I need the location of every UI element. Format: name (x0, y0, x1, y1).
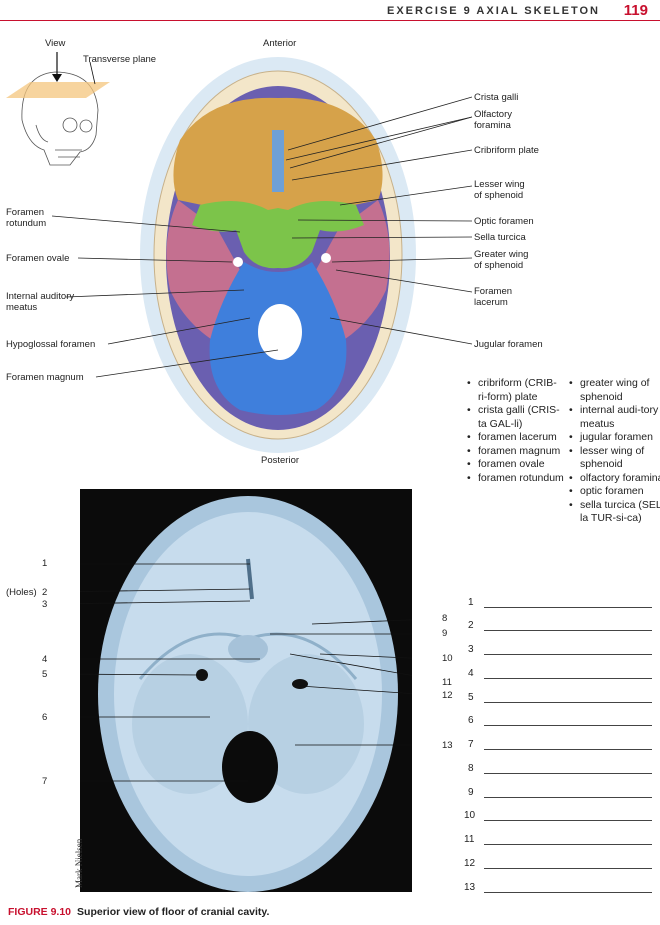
terms-left-column: cribriform (CRIB-ri-form) plate crista g… (466, 377, 566, 485)
term-item: foramen magnum (466, 445, 566, 459)
photo-number: 10 (442, 653, 453, 664)
blank-number: 2 (468, 620, 474, 631)
photo-number: 2 (42, 587, 48, 598)
label-view: View (45, 38, 66, 49)
figure-caption: FIGURE 9.10 Superior view of floor of cra… (8, 906, 269, 918)
blank-number: 8 (468, 763, 474, 774)
term-item: internal audi-tory meatus (568, 404, 660, 431)
photo-number: 11 (442, 677, 452, 688)
answer-line[interactable] (484, 749, 652, 750)
blank-number: 1 (468, 597, 474, 608)
skull-sketch (21, 71, 99, 166)
header-rule (0, 20, 660, 21)
terms-right-column: greater wing of sphenoid internal audi-t… (568, 377, 660, 526)
cranial-cavity-photo (80, 489, 412, 892)
answer-line[interactable] (484, 844, 652, 845)
blank-number: 7 (468, 739, 474, 750)
photo-number: 4 (42, 654, 48, 665)
label-foramen-rotundum: Foramen rotundum (6, 207, 47, 229)
term-item: crista galli (CRIS-ta GAL-li) (466, 404, 566, 431)
blank-number: 3 (468, 644, 474, 655)
figure-number: FIGURE 9.10 (8, 906, 72, 918)
label-optic-foramen: Optic foramen (474, 216, 534, 227)
label-cribriform-plate: Cribriform plate (474, 145, 539, 156)
answer-line[interactable] (484, 678, 652, 679)
term-item: olfactory foramina (568, 472, 660, 486)
photo-number: 7 (42, 776, 48, 787)
answer-line[interactable] (484, 630, 652, 631)
term-item: jugular foramen (568, 431, 660, 445)
photo-number: 12 (442, 690, 453, 701)
label-greater-wing: Greater wing of sphenoid (474, 249, 529, 271)
blank-number: 11 (464, 834, 475, 845)
term-item: foramen rotundum (466, 472, 566, 486)
label-olfactory-foramina: Olfactory foramina (474, 109, 513, 131)
photo-number: 6 (42, 712, 48, 723)
label-sella-turcica: Sella turcica (474, 232, 526, 243)
photo-label-holes: (Holes) (6, 587, 37, 598)
label-hypoglossal-foramen: Hypoglossal foramen (6, 339, 96, 350)
blank-number: 10 (464, 810, 476, 821)
blank-number: 12 (464, 858, 476, 869)
blank-number: 4 (468, 668, 474, 679)
label-internal-auditory-meatus: Internal auditory meatus (6, 291, 75, 313)
answer-line[interactable] (484, 820, 652, 821)
answer-line[interactable] (484, 654, 652, 655)
blank-number: 13 (464, 882, 476, 893)
term-item: lesser wing of sphenoid (568, 445, 660, 472)
answer-line[interactable] (484, 868, 652, 869)
answer-line[interactable] (484, 702, 652, 703)
photo-number: 3 (42, 599, 48, 610)
sphenoid (192, 201, 364, 269)
term-item: greater wing of sphenoid (568, 377, 660, 404)
label-foramen-ovale: Foramen ovale (6, 253, 70, 264)
photo-number: 5 (42, 669, 48, 680)
foramen-magnum (258, 304, 302, 360)
photo-number: 8 (442, 613, 448, 624)
header-title: EXERCISE 9 AXIAL SKELETON (386, 5, 600, 17)
transverse-plane (6, 82, 110, 98)
term-item: foramen ovale (466, 458, 566, 472)
term-item: sella turcica (SEL-la TUR-si-ca) (568, 499, 660, 526)
photo-number: 9 (442, 628, 448, 639)
term-item: optic foramen (568, 485, 660, 499)
figure-caption-text: Superior view of floor of cranial cavity… (77, 906, 270, 918)
blank-number: 9 (468, 787, 474, 798)
term-item: cribriform (CRIB-ri-form) plate (466, 377, 566, 404)
cranial-floor-illustration (6, 52, 473, 453)
answer-line[interactable] (484, 725, 652, 726)
answer-line[interactable] (484, 797, 652, 798)
answer-line[interactable] (484, 607, 652, 608)
term-item: foramen lacerum (466, 431, 566, 445)
photo-number: 13 (442, 740, 453, 751)
answer-line[interactable] (484, 892, 652, 893)
label-anterior: Anterior (263, 38, 297, 49)
photo-number: 1 (42, 558, 48, 569)
blank-number: 5 (468, 692, 474, 703)
photo-credit: Mark Nielsen (74, 838, 84, 888)
label-jugular-foramen: Jugular foramen (474, 339, 543, 350)
answer-line[interactable] (484, 773, 652, 774)
label-transverse-plane: Transverse plane (83, 54, 157, 65)
label-lesser-wing: Lesser wing of sphenoid (474, 179, 525, 201)
label-posterior: Posterior (261, 455, 300, 466)
label-crista-galli: Crista galli (474, 92, 519, 103)
page-header: EXERCISE 9 AXIAL SKELETON 119 (0, 0, 660, 22)
page-number: 119 (623, 2, 648, 19)
label-foramen-magnum: Foramen magnum (6, 372, 84, 383)
label-foramen-lacerum: Foramen lacerum (474, 286, 513, 308)
blank-number: 6 (468, 715, 474, 726)
photo-foramen-magnum (222, 731, 278, 803)
